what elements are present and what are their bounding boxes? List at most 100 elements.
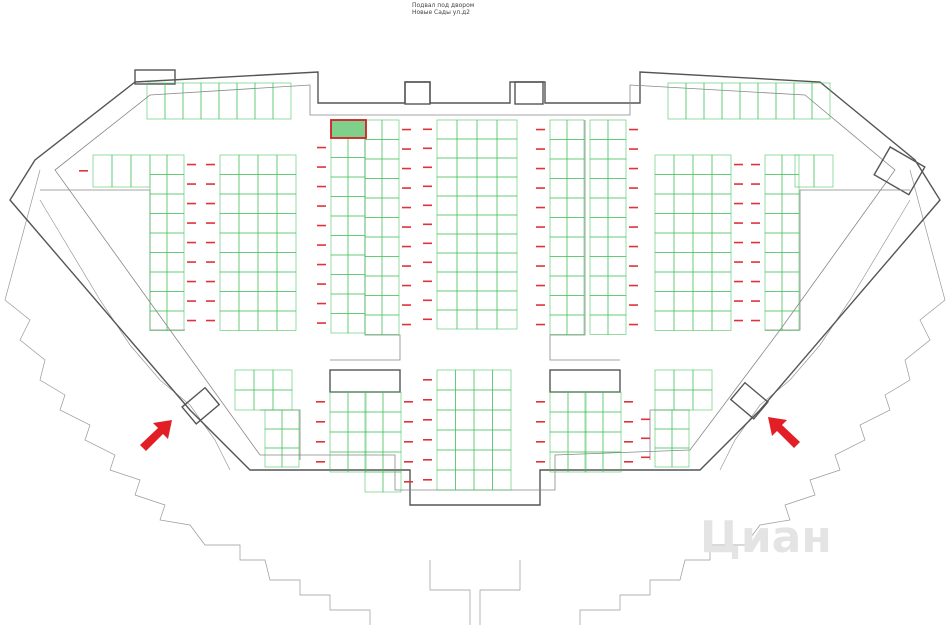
parking-bay [330, 137, 349, 158]
parking-bay [711, 232, 732, 253]
parking-bay [364, 314, 383, 335]
parking-bay [146, 82, 166, 120]
parking-bay [382, 471, 402, 493]
parking-bay [456, 157, 478, 178]
bay-tag-mark [641, 418, 650, 421]
bay-tag-mark [751, 300, 760, 302]
parking-bay [721, 82, 741, 120]
parking-bay [436, 309, 458, 330]
parking-bay [473, 429, 493, 451]
parking-bay [381, 236, 400, 257]
parking-bay [219, 310, 240, 331]
parking-bay [264, 428, 283, 449]
parking-bay [149, 213, 168, 234]
bay-tag-mark [536, 284, 545, 287]
arrow-left-up-icon [768, 417, 800, 448]
parking-bay [567, 451, 587, 473]
bay-tag-mark [751, 241, 760, 244]
parking-bay [654, 154, 675, 175]
parking-bay [381, 275, 400, 296]
parking-bay [436, 252, 458, 273]
bay-tag-mark [536, 148, 545, 150]
parking-bay [436, 389, 456, 411]
parking-bay [492, 449, 512, 471]
bay-tag-mark [423, 459, 432, 461]
parking-bay [436, 138, 458, 159]
parking-bay [671, 409, 690, 430]
parking-bay [711, 193, 732, 214]
bay-tag-mark [206, 300, 215, 302]
parking-bay [219, 291, 240, 312]
parking-bay [566, 178, 585, 199]
parking-bay [347, 411, 367, 433]
parking-bay [711, 174, 732, 195]
bay-tag-mark [423, 242, 432, 245]
parking-bay [276, 193, 297, 214]
parking-bay [238, 232, 259, 253]
bay-tag-mark [402, 167, 411, 170]
parking-bay [436, 233, 458, 254]
parking-bay [364, 197, 383, 218]
bay-tag-mark [536, 245, 545, 248]
parking-bay [607, 314, 627, 335]
parking-bay [496, 290, 518, 311]
bay-tag-mark [624, 401, 633, 403]
parking-bay [549, 217, 568, 238]
parking-bay [149, 174, 168, 195]
parking-bay [455, 449, 475, 471]
parking-bay [364, 391, 384, 413]
parking-bay [607, 178, 627, 199]
parking-bay [692, 271, 713, 292]
parking-bay [364, 411, 384, 433]
partition-right [765, 189, 910, 331]
parking-bay [238, 310, 259, 331]
parking-bay [456, 233, 478, 254]
parking-bay [364, 256, 383, 277]
stairwell-top-left [404, 81, 431, 105]
parking-bay [673, 154, 694, 175]
parking-bay [276, 232, 297, 253]
bay-tag-mark [316, 421, 325, 423]
bay-tag-mark [423, 147, 432, 150]
parking-bay [330, 254, 349, 275]
stairwell-right-entrance [729, 381, 769, 420]
parking-bay [673, 291, 694, 312]
parking-bay [589, 158, 609, 179]
parking-bay [381, 217, 400, 238]
bay-tag-mark [402, 187, 411, 189]
parking-bay [476, 252, 498, 273]
parking-bay [567, 391, 587, 413]
bay-tag-mark [402, 304, 411, 306]
bay-tag-mark [423, 379, 432, 381]
parking-bay [764, 271, 783, 292]
bay-tag-mark [402, 148, 411, 150]
parking-bay [673, 310, 694, 331]
parking-bay [549, 411, 569, 433]
bay-tag-mark [402, 206, 411, 209]
parking-bay [257, 213, 278, 234]
bay-tag-mark [423, 185, 432, 188]
partition-bottom-right [649, 409, 690, 460]
parking-bay [272, 389, 293, 411]
parking-bay [566, 295, 585, 316]
bay-tag-mark [423, 223, 432, 226]
parking-bay [257, 174, 278, 195]
parking-bay [757, 82, 777, 120]
parking-bay [149, 291, 168, 312]
bay-tag-mark [751, 319, 760, 322]
highlighted-parking-space[interactable] [330, 119, 367, 139]
parking-bay [238, 271, 259, 292]
parking-bay [364, 431, 384, 453]
parking-bay [347, 176, 366, 197]
parking-bay [589, 139, 609, 160]
parking-bay [149, 252, 168, 273]
parking-bay [164, 82, 184, 120]
bay-tag-mark [402, 265, 411, 267]
parking-bay [567, 411, 587, 433]
parking-bay [455, 389, 475, 411]
parking-bay [381, 139, 400, 160]
parking-bay [456, 195, 478, 216]
parking-bay [654, 291, 675, 312]
parking-bay [781, 232, 800, 253]
parking-bay [238, 193, 259, 214]
